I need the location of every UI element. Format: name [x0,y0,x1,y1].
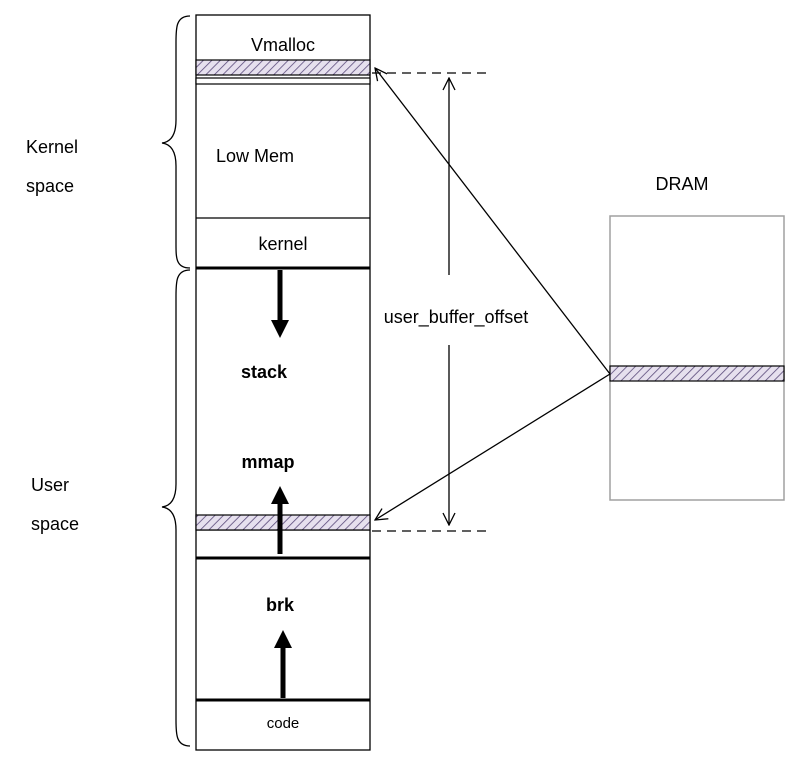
code-label: code [267,715,300,732]
mmap-grow-up-arrow [271,486,289,554]
vmalloc-boundary-band [195,77,371,85]
vmalloc-label: Vmalloc [251,35,315,55]
stack-grow-down-arrow [271,270,289,338]
kernel-space-label-line2: space [26,176,74,196]
kernel-label: kernel [258,234,307,254]
dram-to-kernel-mapping-arrow [375,68,611,375]
user-buffer-hatch [195,514,371,531]
stack-label: stack [241,362,288,382]
brk-label: brk [266,595,295,615]
dram-to-user-mapping-arrow [375,373,611,520]
user-space-brace [161,269,191,747]
user-buffer-offset-label: user_buffer_offset [384,307,528,328]
user-space-label-line2: space [31,514,79,534]
vmalloc-buffer-hatch [195,59,371,76]
kernel-space-label-line1: Kernel [26,137,78,157]
dram-buffer-hatch [609,365,785,382]
dram-box [609,215,785,501]
kernel-space-brace [161,15,191,269]
dram-label: DRAM [656,174,709,194]
brk-grow-up-arrow [274,630,292,698]
low-mem-label: Low Mem [216,146,294,166]
address-space-column [195,14,371,751]
mmap-label: mmap [241,452,294,472]
user-space-label-line1: User [31,475,69,495]
